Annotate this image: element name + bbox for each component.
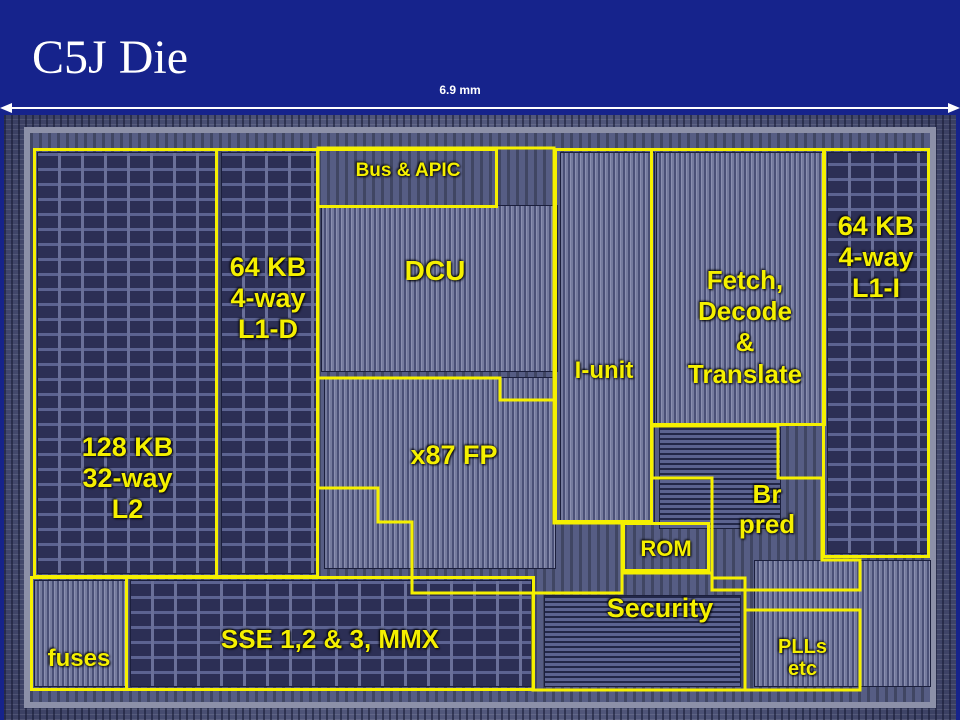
rom-label: ROM: [640, 536, 692, 561]
iunit-block: [554, 148, 653, 523]
die-width-arrow: [0, 103, 960, 113]
l1i-label: 64 KB 4-way L1-I: [837, 211, 915, 304]
fetch-logic-texture: [656, 152, 826, 424]
plls-label: PLLs etc: [778, 636, 827, 680]
bus-apic-label: Bus & APIC: [355, 160, 461, 181]
l2-array-texture: [37, 152, 217, 574]
die-width-label: 6.9 mm: [439, 83, 481, 97]
fuses-label: fuses: [47, 645, 111, 672]
fuses-block: [30, 576, 128, 691]
security-label: Security: [606, 593, 714, 623]
x87-logic-texture: [324, 377, 556, 569]
fetch-decode-label: Fetch, Decode & Translate: [687, 265, 803, 389]
sse-array-texture: [130, 580, 532, 687]
l1d-array-texture: [221, 152, 319, 574]
l1d-label: 64 KB 4-way L1-D: [229, 252, 307, 345]
l2-label: 128 KB 32-way L2: [81, 432, 174, 525]
fuses-texture: [34, 580, 128, 687]
dcu-logic-texture: [321, 205, 558, 372]
l1i-cache-block: [822, 148, 930, 558]
slide-title: C5J Die: [32, 31, 188, 84]
l1d-cache-block: [215, 148, 319, 578]
brpred-label: Br pred: [738, 479, 796, 539]
iunit-label: I-unit: [574, 357, 634, 384]
dcu-label: DCU: [404, 255, 466, 286]
x87-label: x87 FP: [410, 440, 498, 470]
sse-mmx-label: SSE 1,2 & 3, MMX: [220, 624, 440, 654]
